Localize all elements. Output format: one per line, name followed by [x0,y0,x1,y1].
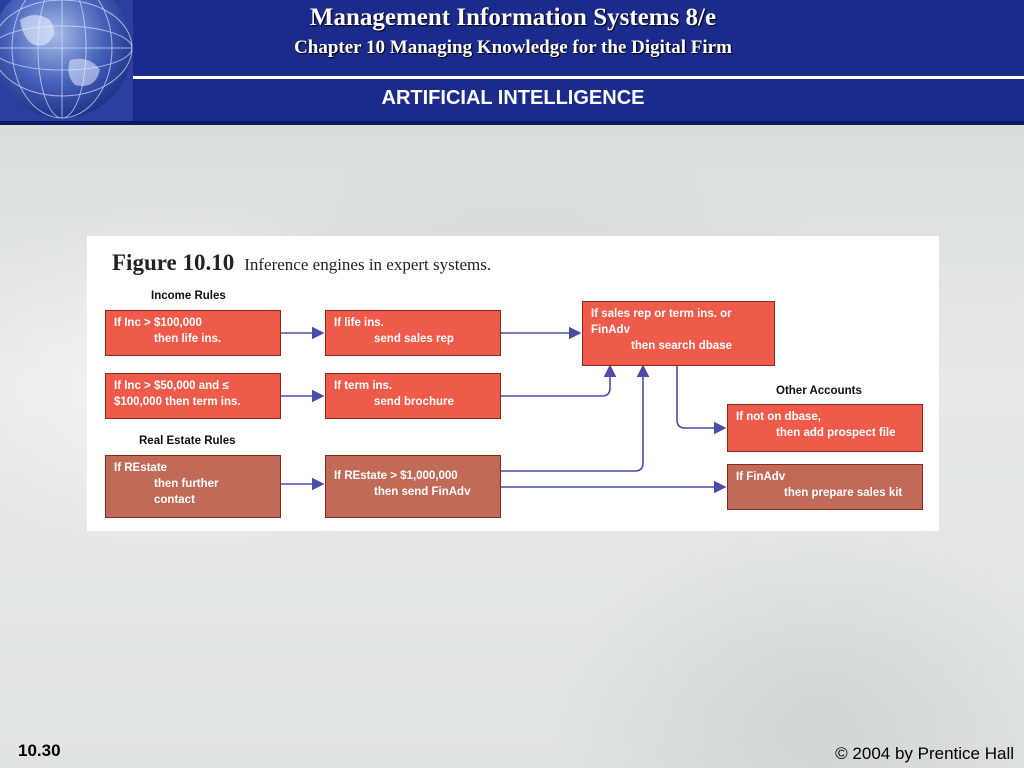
figure-number: Figure 10.10 [112,250,235,275]
rule-box-search-dbase: If sales rep or term ins. or FinAdv then… [582,301,775,366]
rule-line: If sales rep or term ins. or [591,308,732,320]
figure-caption-text: Inference engines in expert systems. [244,255,492,274]
figure-panel: Figure 10.10 Inference engines in expert… [87,236,939,531]
rule-line: then add prospect file [776,427,896,439]
rule-line: $100,000 then term ins. [114,396,241,408]
rule-box-real-estate-1m: If REstate > $1,000,000 then send FinAdv [325,455,501,518]
arrow-restate1m-to-sales [501,364,650,472]
header-divider [133,76,1024,79]
rule-line: send sales rep [374,333,454,345]
arrow-term-to-sales [501,364,617,397]
group-label-real-estate-rules: Real Estate Rules [139,435,236,447]
presentation-title: Management Information Systems 8/e [309,4,717,31]
rule-line: FinAdv [591,324,630,336]
rule-box-income-100k: If Inc > $100,000 then life ins. [105,310,281,356]
rule-box-add-prospect: If not on dbase, then add prospect file [727,404,923,452]
rule-line: then prepare sales kit [784,487,903,499]
rule-line: If Inc > $50,000 and ≤ [114,380,229,392]
rule-box-life-ins: If life ins. send sales rep [325,310,501,356]
flow-arrows [281,326,727,494]
rule-line: If not on dbase, [736,411,821,423]
rule-line: contact [154,494,195,506]
rule-line: then search dbase [631,340,732,352]
group-label-income-rules: Income Rules [151,290,226,302]
chapter-subtitle: Chapter 10 Managing Knowledge for the Di… [294,37,732,58]
slide-header: Management Information Systems 8/e Chapt… [0,0,1024,125]
rule-line: If life ins. [334,317,384,329]
rule-line: If Inc > $100,000 [114,317,202,329]
copyright-notice: © 2004 by Prentice Hall [835,744,1014,763]
arrow-sales-to-notdb [676,366,727,435]
rule-box-term-ins: If term ins. send brochure [325,373,501,419]
slide-number: 10.30 [18,741,61,760]
rule-line: If FinAdv [736,471,786,483]
globe-icon [0,0,133,121]
rule-box-income-50k: If Inc > $50,000 and ≤ $100,000 then ter… [105,373,281,419]
rule-line: then life ins. [154,333,222,345]
rule-box-prepare-sales-kit: If FinAdv then prepare sales kit [727,464,923,510]
header-bottom-border [0,121,1024,125]
section-title: ARTIFICIAL INTELLIGENCE [381,87,645,109]
rule-line: If term ins. [334,380,393,392]
figure-caption: Figure 10.10 Inference engines in expert… [112,250,491,276]
rule-box-real-estate: If REstate then further contact [105,455,281,518]
rule-line: send brochure [374,396,454,408]
group-label-other-accounts: Other Accounts [776,385,862,397]
rule-line: then further [154,478,219,490]
rule-line: If REstate [114,462,168,474]
rule-line: If REstate > $1,000,000 [334,470,458,482]
rule-line: then send FinAdv [374,486,471,498]
